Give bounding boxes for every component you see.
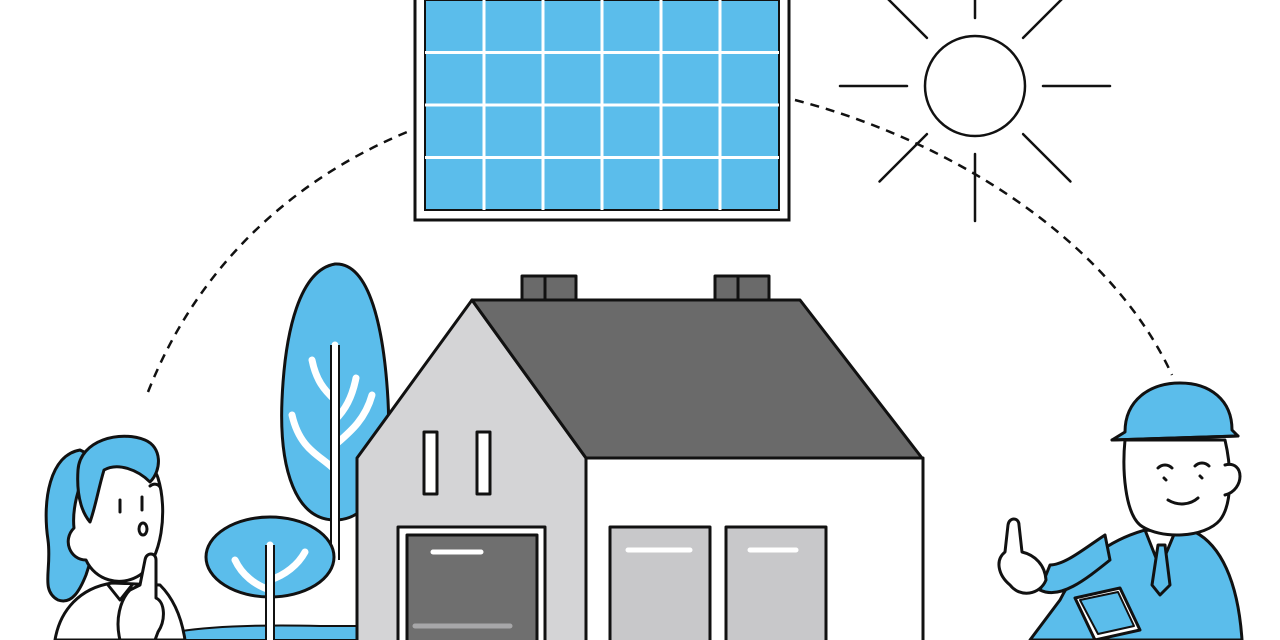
- sun-ray: [1021, 132, 1072, 183]
- small-tree-icon: [204, 515, 336, 640]
- left-dashed-arc: [146, 128, 413, 393]
- gable-vent-left: [422, 430, 439, 496]
- woman-hair: [76, 434, 160, 524]
- house-icon: [355, 274, 925, 640]
- connection-arcs: [146, 98, 1174, 393]
- gable-vent-right: [475, 430, 492, 496]
- sun-ray: [878, 132, 929, 183]
- worker-face: [1122, 438, 1232, 537]
- solar-panel-icon: [413, 0, 791, 222]
- side-door-right: [724, 525, 828, 640]
- worker-hand: [997, 517, 1048, 595]
- woman-hand: [116, 552, 165, 640]
- right-dashed-arc: [794, 98, 1174, 376]
- sun-ray: [1021, 0, 1063, 40]
- worker-helmet: [1110, 381, 1240, 442]
- woman-figure: [44, 434, 187, 640]
- side-door-left: [608, 525, 712, 640]
- sun-ray: [887, 0, 929, 40]
- worker-figure: [997, 381, 1244, 640]
- window-highlights: [412, 547, 799, 629]
- sun-icon: [838, 0, 1112, 223]
